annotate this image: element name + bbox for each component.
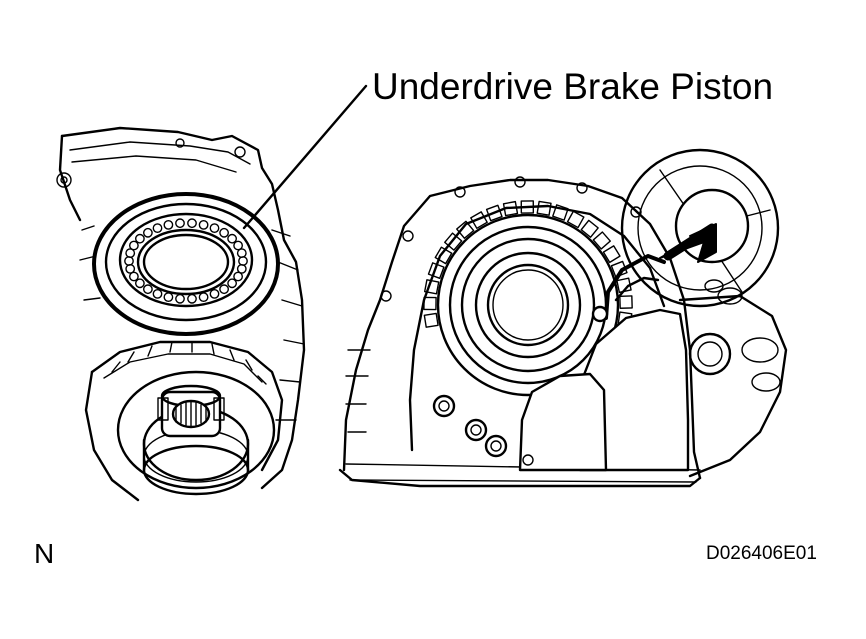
bearing-roller: [198, 292, 209, 302]
clutch-tooth: [470, 211, 488, 229]
bearing-roller: [134, 278, 145, 289]
clutch-tooth: [536, 200, 552, 216]
clutch-tooth: [592, 231, 611, 250]
bearing-roller: [227, 278, 238, 289]
bearing-roller: [233, 271, 244, 282]
clutch-tooth: [619, 295, 633, 309]
bearing-roller: [134, 233, 145, 244]
bearing-roller: [187, 293, 197, 304]
bearing-roller: [209, 223, 220, 234]
bearing-roller: [219, 227, 230, 238]
clutch-tooth: [456, 220, 475, 239]
orientation-letter: N: [34, 538, 55, 569]
bearing-roller: [125, 248, 136, 259]
bearing-roller: [128, 271, 139, 282]
clutch-disc-teeth: [423, 200, 633, 344]
callout-leader-line: [242, 84, 368, 230]
clutch-tooth: [423, 312, 439, 328]
bearing-roller: [227, 233, 238, 244]
clutch-tooth: [423, 279, 440, 295]
bearing-roller: [142, 227, 153, 238]
piston-bearing-rollers: [124, 218, 248, 304]
clutch-tooth: [566, 210, 585, 229]
bearing-roller: [128, 240, 139, 251]
bearing-roller: [152, 223, 163, 234]
clutch-tooth: [520, 200, 535, 214]
bearing-roller: [198, 219, 209, 230]
bearing-roller: [187, 218, 197, 229]
bearing-roller: [236, 263, 247, 274]
clutch-tooth: [602, 245, 621, 264]
bearing-roller: [175, 218, 185, 229]
clutch-tooth: [485, 204, 503, 222]
clutch-tooth: [423, 296, 437, 311]
case-bolts: [432, 394, 534, 466]
clutch-tooth: [552, 204, 569, 221]
figure-id: D026406E01: [706, 543, 817, 564]
underdrive-brake-piston: [92, 192, 280, 336]
indicator-arrow-shaft: [663, 223, 717, 261]
callout-label: Underdrive Brake Piston: [372, 66, 774, 107]
bearing-roller: [209, 288, 220, 299]
bearing-roller: [163, 219, 174, 230]
bearing-roller: [233, 240, 244, 251]
bearing-roller: [142, 284, 153, 295]
bearing-roller: [219, 284, 230, 295]
bearing-roller: [163, 292, 174, 302]
clutch-tooth: [434, 246, 453, 265]
bearing-roller: [175, 293, 185, 304]
bearing-roller: [236, 248, 247, 259]
clutch-tooth: [427, 262, 445, 280]
bearing-roller: [152, 288, 163, 299]
clutch-tooth: [502, 200, 519, 217]
right-case-view: [338, 148, 788, 488]
lower-gear-assembly: [84, 340, 284, 502]
clutch-tooth: [444, 232, 463, 251]
left-case-view: [56, 126, 306, 490]
clutch-tooth: [580, 219, 599, 238]
